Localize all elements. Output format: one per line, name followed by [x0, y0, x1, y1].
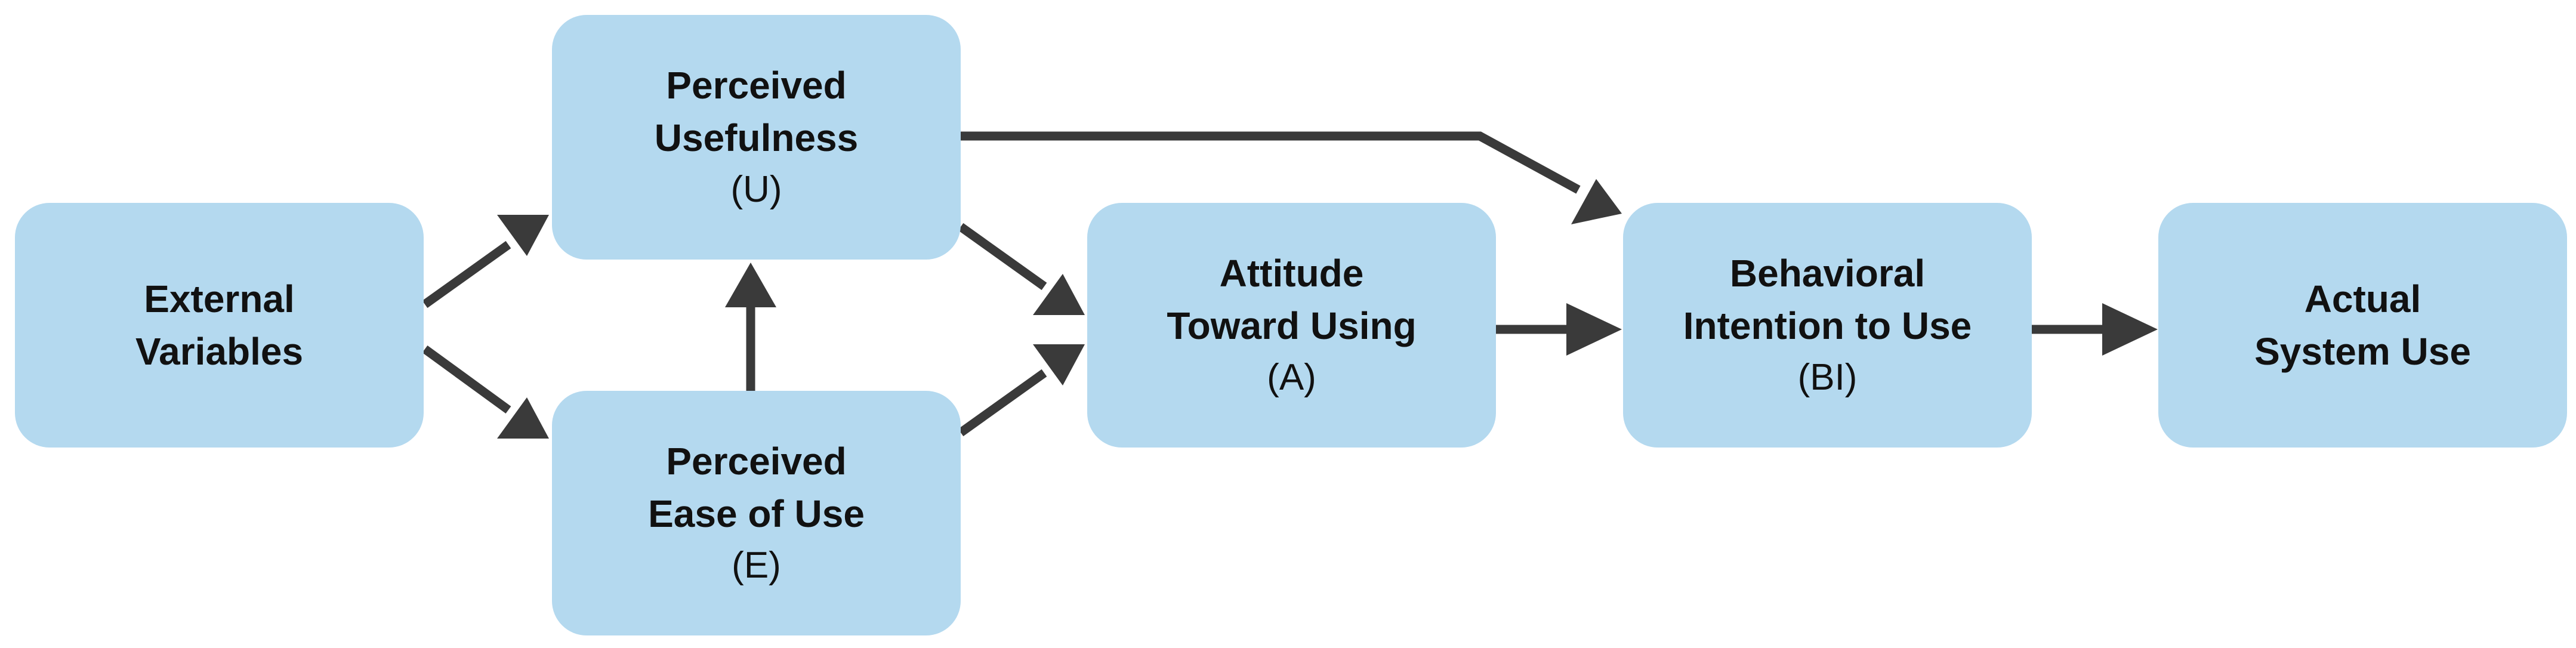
attitude-line1: Attitude [1219, 252, 1364, 295]
external-variables-line1: External [144, 277, 295, 320]
arrowhead-usefulness [497, 215, 549, 256]
perceived-usefulness-abbr: (U) [730, 169, 782, 210]
external-variables-box: External Variables [15, 203, 424, 448]
attitude-toward-using-box: Attitude Toward Using (A) [1087, 203, 1496, 448]
arrowhead-attitude-from-ease [1033, 344, 1085, 385]
attitude-abbr: (A) [1267, 357, 1316, 398]
perceived-ease-of-use-box: Perceived Ease of Use (E) [552, 391, 961, 635]
perceived-usefulness-line2: Usefulness [654, 116, 859, 159]
actual-system-use-box: Actual System Use [2158, 203, 2567, 448]
perceived-usefulness-box: Perceived Usefulness (U) [552, 15, 961, 260]
arrowhead-ease-to-usefulness [725, 263, 776, 307]
arrowhead-attitude-from-usefulness [1033, 274, 1085, 315]
intention-abbr: (BI) [1797, 357, 1858, 398]
perceived-ease-line2: Ease of Use [648, 492, 865, 535]
arrow-ease-to-attitude [958, 369, 1047, 437]
arrow-external-to-usefulness [422, 240, 511, 308]
arrowhead-ease [497, 397, 549, 439]
arrowhead-actual [2102, 303, 2158, 356]
perceived-usefulness-line1: Perceived [666, 64, 847, 107]
arrow-external-to-ease [422, 345, 511, 414]
intention-line2: Intention to Use [1683, 304, 1972, 347]
arrowhead-intention-from-usefulness [1571, 179, 1622, 224]
arrow-usefulness-to-intention [961, 131, 1581, 194]
arrowhead-intention-from-attitude [1566, 303, 1622, 356]
intention-line1: Behavioral [1729, 252, 1926, 295]
arrow-usefulness-to-attitude [958, 223, 1047, 291]
actual-line1: Actual [2304, 277, 2421, 320]
attitude-line2: Toward Using [1167, 304, 1417, 347]
perceived-ease-abbr: (E) [732, 545, 781, 586]
external-variables-line2: Variables [135, 330, 304, 373]
actual-line2: System Use [2254, 330, 2471, 373]
perceived-ease-line1: Perceived [666, 440, 847, 483]
behavioral-intention-box: Behavioral Intention to Use (BI) [1623, 203, 2032, 448]
